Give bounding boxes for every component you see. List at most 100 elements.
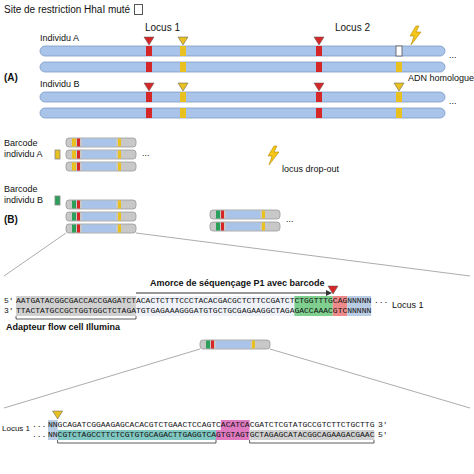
mutated-site [396,46,402,56]
barcode-band [216,223,220,231]
sequence-text: AATGATACGGCGACCACCGAGATCTACACTCTTTCCCTAC… [16,296,371,306]
genomic-segment [82,201,116,209]
label-text: Locus 1 [392,300,424,311]
sequence-text: 3' [4,306,14,316]
chromosome-bar [40,62,445,72]
barcode-band [72,151,76,159]
hhai-band [221,211,224,219]
barcode-swatch [55,150,60,159]
fragment-bar [66,212,136,221]
fragment-bar [210,222,280,231]
fragment-bar [210,210,280,219]
dropout-bolt [268,146,279,165]
label-text: Individu B [40,79,80,90]
label-text: Barcode individu A [4,138,56,160]
label-text: ... [449,50,457,61]
label-text: Adapteur flow cell Illumina [6,322,120,333]
site-triangle [53,411,63,419]
site-band [118,151,121,159]
site-band [396,92,402,102]
barcode-band [216,211,220,219]
genomic-segment [82,163,116,171]
label-text: Amorce de séquençage P1 avec barcode [150,278,325,289]
site-band [262,223,265,231]
site-band [262,211,265,219]
label-text: ADN homologue [408,73,474,84]
genomic-segment [226,211,260,219]
hhai-band [146,92,152,102]
site-band [396,108,402,118]
site-band [118,213,121,221]
site-band [118,201,121,209]
hhai-band [77,201,80,209]
sequence-text: TTACTATGCCGCTGGTGGCTCTAGATGTGAGAAAGGGATG… [16,306,371,316]
zoom-line [136,233,470,276]
label-text: Locus 1 [2,424,30,434]
site-band [118,139,121,147]
barcode-band [72,163,76,171]
hhai-band [77,151,80,159]
read-bracket [57,440,58,443]
read-bracket [374,440,375,443]
hhai-band [77,213,80,221]
sequence-text: 5' [4,296,14,306]
label-text: Locus 2 [335,22,370,34]
sequence-text: ... [374,296,388,306]
label-text: Individu A [40,33,79,44]
site-band [396,62,402,72]
chromosome-bar [40,92,445,102]
site-band [180,46,186,56]
label-text: Barcode individu B [4,184,56,206]
legend-row: Site de restriction HhaI muté [4,4,143,15]
hhai-band [221,223,224,231]
hhai-band [146,62,152,72]
read-bracket [250,443,374,444]
chromosome-bar [40,108,445,118]
genomic-segment [226,223,260,231]
genomic-segment [82,139,116,147]
sequence-text: NNGCAGATCGGAAGAGCACACGTCTGAACTCCAGTCACAT… [48,420,374,430]
genomic-segment [82,151,116,159]
zoom-line [4,349,200,408]
label-text: ... [142,148,150,159]
site-triangle [144,83,154,91]
barcode-band [72,213,76,221]
site-triangle [314,37,324,45]
hhai-band [316,108,322,118]
sequence-text: 5' [378,430,388,440]
adapter-bracket [136,316,137,319]
site-triangle [394,83,404,91]
label-text: (B) [4,214,18,226]
hhai-band [316,62,322,72]
label-text: locus drop-out [282,164,339,175]
hhai-band [146,46,152,56]
genomic-segment [216,341,250,349]
genomic-segment [82,225,116,233]
read-bracket [249,440,250,443]
site-triangle [328,286,338,294]
barcode-band [72,225,76,233]
fragment-bar [66,200,136,209]
read-bracket [216,440,217,443]
site-band [118,225,121,233]
legend-swatch [134,4,143,15]
sequence-text: ... [32,430,46,440]
hhai-band [146,108,152,118]
hhai-band [77,139,80,147]
site-band [118,163,121,171]
read-bracket [58,443,216,444]
fragment-bar [200,340,270,349]
label-text: Locus 1 [145,22,180,34]
sequence-text: ... [32,420,46,430]
fragment-bar [66,224,136,233]
barcode-band [72,139,76,147]
fragment-bar [66,162,136,171]
sequence-text: 3' [378,420,388,430]
label-text: (A) [4,72,18,84]
chromosome-bar [40,46,445,56]
adapter-bracket [16,316,17,319]
adapter-bracket [16,319,136,320]
site-band [180,62,186,72]
